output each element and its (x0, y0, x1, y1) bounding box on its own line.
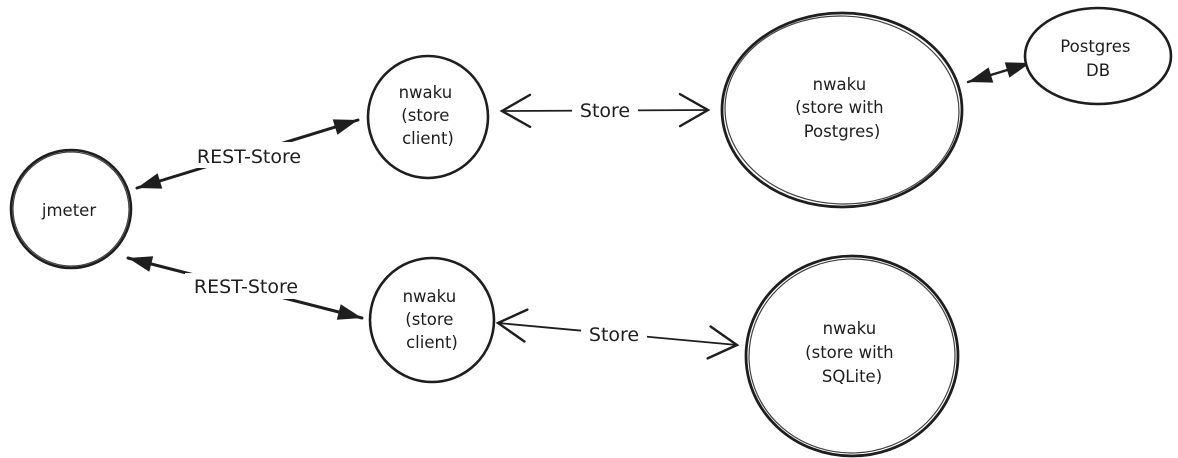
sketch-stroke (12, 151, 130, 267)
node-store-sqlite[interactable]: nwaku (store with SQLite) (744, 254, 960, 458)
node-store-client-bottom-label: nwaku (store client) (403, 287, 462, 352)
edge-label-mask (185, 273, 307, 299)
edge-rest-store-top[interactable]: REST-Store (135, 118, 360, 190)
edge-label-rest-store-top: REST-Store (197, 146, 301, 168)
edge-label-mask (572, 97, 638, 122)
edge-store-bottom[interactable]: Store (495, 308, 740, 360)
node-store-client-top-label: nwaku (store client) (399, 83, 458, 148)
node-store-sqlite-label: nwaku (store with SQLite) (805, 319, 899, 386)
node-store-postgres[interactable]: nwaku (store with Postgres) (720, 11, 964, 209)
node-store-client-top[interactable]: nwaku (store client) (366, 54, 490, 180)
node-jmeter-label: jmeter (41, 201, 96, 220)
arrow-postgres-db-link[interactable] (966, 61, 1032, 84)
edge-label-mask (581, 321, 647, 346)
node-postgres-db-label: Postgres DB (1060, 37, 1135, 80)
edge-postgres-db-link[interactable] (966, 61, 1032, 84)
edge-label-mask (188, 142, 310, 168)
edge-label-store-top: Store (580, 100, 630, 122)
node-store-client-bottom[interactable]: nwaku (store client) (368, 256, 496, 384)
node-store-postgres-label: nwaku (store with Postgres) (795, 75, 889, 141)
edge-rest-store-bottom[interactable]: REST-Store (126, 256, 364, 320)
node-jmeter[interactable]: jmeter (9, 148, 133, 270)
edge-label-store-bottom: Store (589, 324, 639, 346)
edge-label-rest-store-bottom: REST-Store (194, 276, 298, 298)
node-postgres-db[interactable]: Postgres DB (1023, 6, 1173, 106)
sketch-stroke (748, 258, 956, 454)
edge-store-top[interactable]: Store (499, 92, 711, 129)
sketch-stroke (724, 15, 960, 205)
